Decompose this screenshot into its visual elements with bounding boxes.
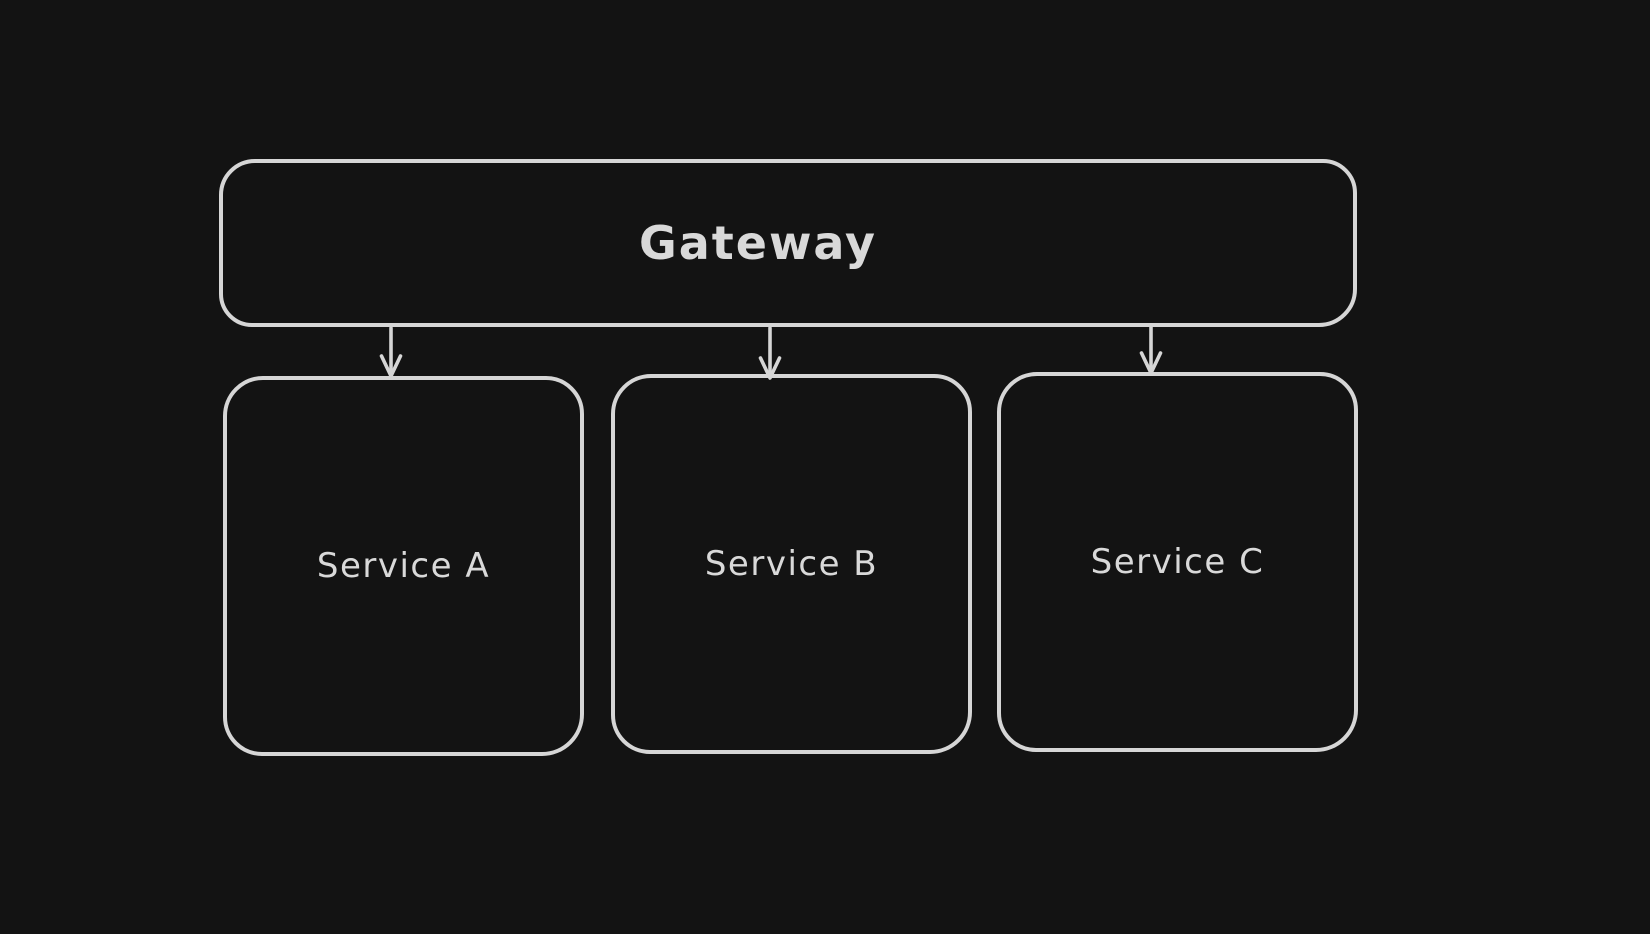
gateway-node[interactable]: Gateway (219, 159, 1357, 327)
service-b-node[interactable]: Service B (611, 374, 972, 754)
service-c-node[interactable]: Service C (997, 372, 1358, 752)
arrowhead-down-icon (1139, 351, 1163, 375)
service-a-label: Service A (316, 546, 491, 586)
service-b-label: Service B (704, 544, 879, 584)
gateway-label: Gateway (638, 216, 878, 270)
service-c-label: Service C (1090, 542, 1265, 582)
arrowhead-down-icon (379, 354, 403, 378)
arrow-gateway-to-service-a[interactable] (379, 326, 403, 378)
service-a-node[interactable]: Service A (223, 376, 584, 756)
arrowhead-down-icon (758, 356, 782, 380)
arrow-gateway-to-service-b[interactable] (758, 326, 782, 380)
arrow-gateway-to-service-c[interactable] (1139, 325, 1163, 375)
